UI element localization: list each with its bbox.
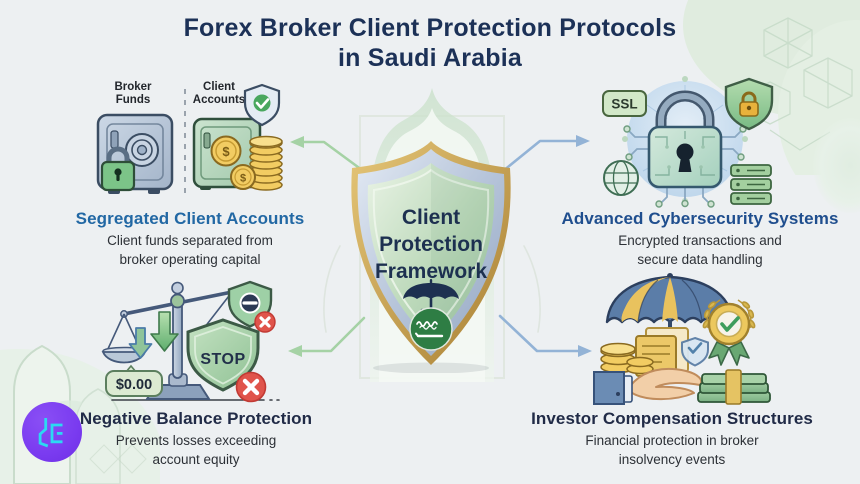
circuit-traces [628, 130, 742, 204]
banknotes-icon [697, 369, 771, 405]
negative-balance-description-line2: account equity [152, 452, 240, 467]
shield-lock-icon [724, 77, 774, 131]
broker-funds-label-line2: Funds [116, 94, 151, 106]
stop-shield-icon: STOP [186, 318, 267, 403]
segregated-accounts-illustration: Broker Funds Client Accounts [96, 81, 283, 197]
compensation-illustration [593, 273, 771, 405]
page-title-line1: Forex Broker Client Protection Protocols [183, 14, 677, 42]
award-medal-icon [702, 299, 756, 366]
coin-dollar-symbol: $ [222, 144, 230, 159]
segregated-description-line2: broker operating capital [119, 252, 261, 267]
cybersecurity-description: Encrypted transactions and secure data h… [550, 231, 850, 269]
negative-balance-description-line1: Prevents losses exceeding [115, 433, 277, 448]
shield-title: Client Protection Framework [342, 204, 520, 285]
brand-logo-monogram-icon [38, 418, 63, 448]
cybersecurity-illustration: SSL [602, 76, 774, 208]
cybersecurity-description-line2: secure data handling [637, 252, 763, 267]
segregated-heading: Segregated Client Accounts [75, 209, 305, 228]
segregated-description: Client funds separated from broker opera… [40, 231, 340, 269]
negative-balance-illustration: $0.00 STOP [101, 280, 280, 403]
brand-logo [22, 402, 82, 462]
ssl-badge-label: SSL [611, 97, 637, 112]
ssl-badge: SSL [602, 90, 647, 117]
zero-balance-label: $0.00 [116, 377, 152, 393]
mini-shield-check-icon [681, 336, 709, 367]
minus-shield-icon [227, 280, 276, 333]
down-arrow-small-icon [128, 327, 153, 359]
encrypted-lock-icon [647, 90, 723, 189]
stop-label: STOP [200, 351, 245, 368]
negative-balance-description: Prevents losses exceeding account equity [46, 431, 346, 469]
negative-balance-heading: Negative Balance Protection [79, 409, 313, 428]
cybersecurity-heading: Advanced Cybersecurity Systems [561, 209, 839, 228]
broker-funds-label-line1: Broker [114, 81, 152, 93]
down-arrow-large-icon [150, 311, 179, 352]
cybersecurity-description-line1: Encrypted transactions and [618, 233, 782, 248]
saudi-flag-icon [409, 307, 453, 351]
umbrella-protection-icon [605, 273, 735, 374]
server-stack-icon [730, 164, 772, 205]
segregated-description-line1: Client funds separated from [107, 233, 273, 248]
compensation-description: Financial protection in broker insolvenc… [522, 431, 822, 469]
page-title: Forex Broker Client Protection Protocols… [0, 13, 860, 73]
holding-hand-icon [593, 367, 703, 405]
zero-balance-badge: $0.00 [105, 364, 163, 397]
page-title-line2: in Saudi Arabia [337, 44, 523, 72]
coins-on-hand-icon [600, 342, 654, 375]
client-accounts-label-line1: Client [203, 81, 235, 93]
compensation-description-line2: insolvency events [618, 452, 726, 467]
central-shield [351, 141, 511, 373]
coin-dollar-symbol-2: $ [240, 173, 246, 185]
padlock-icon [100, 146, 136, 192]
coin-stack-icon: $ [230, 135, 283, 191]
shield-title-line1: Client [401, 206, 461, 229]
verified-shield-icon [243, 83, 281, 127]
shield-title-line3: Framework [374, 260, 488, 283]
compensation-heading: Investor Compensation Structures [531, 409, 813, 428]
globe-icon [603, 160, 639, 196]
client-accounts-label-line2: Accounts [193, 94, 245, 106]
shield-title-line2: Protection [379, 233, 483, 256]
compensation-description-line1: Financial protection in broker [585, 433, 759, 448]
